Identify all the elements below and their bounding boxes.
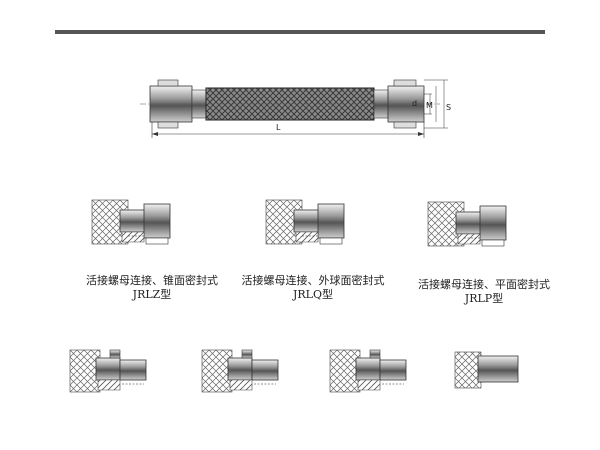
inner-diameter-label: d [412, 99, 417, 108]
caption-jrlp: 活接螺母连接、平面密封式 JRLP型 [404, 278, 564, 306]
fitting-row2-1-drawing [69, 349, 147, 393]
fitting-row2-4-drawing [454, 351, 519, 389]
fitting-jrlz-drawing [91, 199, 171, 245]
diameter-dimensions: d M S [412, 79, 451, 129]
caption-jrlq-text: 活接螺母连接、外球面密封式 [241, 274, 385, 287]
caption-jrlp-text: 活接螺母连接、平面密封式 [418, 278, 550, 291]
length-dimension: L [151, 122, 425, 138]
left-nut-bottom [157, 121, 179, 129]
length-label: L [276, 123, 281, 132]
fitting-row2-3-drawing [329, 349, 407, 393]
caption-jrlq-model: JRLQ型 [292, 288, 333, 301]
header-rule [55, 30, 545, 34]
outer-diameter-label: S [446, 103, 451, 112]
right-nut-top [393, 79, 417, 87]
right-nut-bottom [393, 121, 417, 129]
fitting-jrlq-drawing [265, 199, 345, 245]
caption-jrlz: 活接螺母连接、锥面密封式 JRLZ型 [72, 274, 232, 302]
caption-jrlz-text: 活接螺母连接、锥面密封式 [86, 274, 218, 287]
hose-assembly [140, 79, 440, 129]
fitting-jrlp-drawing [427, 201, 507, 247]
middle-diameter-label: M [426, 101, 433, 110]
caption-jrlz-model: JRLZ型 [132, 288, 172, 301]
caption-jrlq: 活接螺母连接、外球面密封式 JRLQ型 [228, 274, 398, 302]
caption-jrlp-model: JRLP型 [464, 292, 504, 305]
left-nut-top [157, 79, 179, 87]
fitting-row2-2-drawing [201, 349, 279, 393]
